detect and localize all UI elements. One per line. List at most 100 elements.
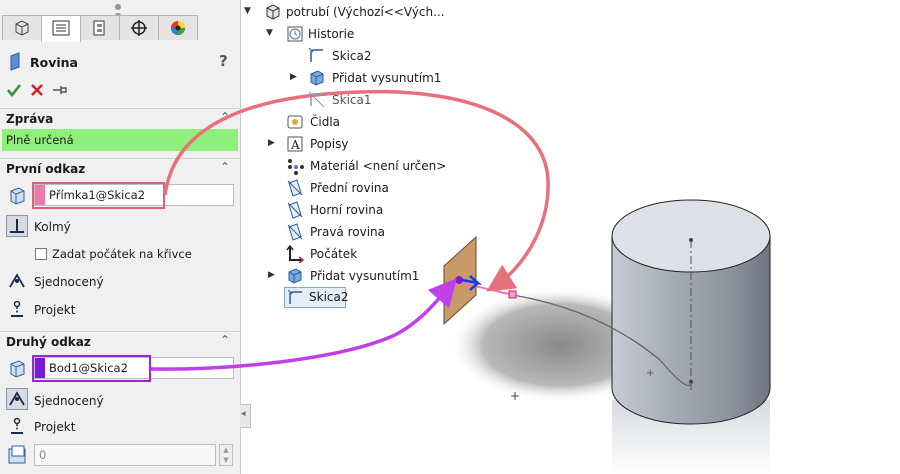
appearance-icon <box>171 21 185 35</box>
panel-splitter-handle[interactable]: ◂ <box>240 404 251 428</box>
property-manager-panel: ● ● ● Rovina ? Zpráva ⌃ Plně určená Prvn… <box>0 0 241 474</box>
expand-arrow-icon[interactable]: ▶ <box>290 72 297 82</box>
material-icon <box>288 159 304 175</box>
tree-item-label: Čidla <box>310 115 341 129</box>
tree-item-label: Historie <box>308 27 355 41</box>
message-text: Plně určená <box>6 133 74 147</box>
tree-item-label: Materiál <není určen> <box>310 159 447 173</box>
cancel-x-icon[interactable] <box>30 83 44 97</box>
plane-icon <box>287 179 303 197</box>
configuration-manager-icon <box>93 20 105 36</box>
tree-item-label: Skica2 <box>332 49 372 63</box>
perpendicular-label: Kolmý <box>34 220 71 234</box>
coincident-button[interactable] <box>6 270 28 292</box>
message-header: Zpráva <box>6 112 54 126</box>
first-reference-swatch <box>35 185 45 205</box>
expand-arrow-icon[interactable]: ▼ <box>266 28 273 38</box>
coincident-icon <box>9 391 25 406</box>
cylinder-body[interactable] <box>512 199 771 425</box>
expand-arrow-icon[interactable]: ▼ <box>244 6 251 16</box>
project-button[interactable] <box>6 298 28 320</box>
tree-item-sketch1[interactable]: Skica1 <box>308 90 468 110</box>
project-label-2: Projekt <box>34 420 76 434</box>
reference-entity-icon <box>10 360 25 378</box>
first-reference-header: První odkaz <box>6 162 86 176</box>
sketch-point[interactable] <box>455 276 463 284</box>
sketch-icon <box>308 47 323 62</box>
plane-icon <box>287 201 303 219</box>
second-reference-section-header[interactable]: Druhý odkaz ⌃ <box>0 331 240 352</box>
tree-item-extrude[interactable]: ▶ Přidat vysunutím1 <box>268 266 468 286</box>
first-reference-field[interactable]: Přímka1@Skica2 <box>34 184 234 206</box>
collapse-chevron-icon[interactable]: ⌃ <box>219 160 230 174</box>
sketch-icon <box>308 91 325 108</box>
target-icon <box>131 20 147 36</box>
coincident-icon <box>9 273 25 288</box>
manager-tabs <box>0 15 240 42</box>
second-reference-callout-arrow <box>150 278 457 371</box>
svg-text:A: A <box>290 138 300 152</box>
configuration-manager-tab[interactable] <box>80 15 120 40</box>
tree-item-extrude-history[interactable]: ▶ Přidat vysunutím1 <box>290 68 470 88</box>
coincident-label-2: Sjednocený <box>34 394 104 408</box>
first-reference-callout-arrow <box>163 89 550 292</box>
message-bar: Plně určená <box>2 129 238 151</box>
history-icon <box>287 26 303 42</box>
tree-item-label: Popisy <box>310 137 349 151</box>
curve-origin-checkbox[interactable] <box>35 248 47 260</box>
tree-item-top-plane[interactable]: Horní rovina <box>286 200 466 220</box>
tree-root[interactable]: ▼ potrubí (Výchozí<<Vých... <box>244 2 474 22</box>
tree-item-history[interactable]: ▼ Historie <box>266 24 466 44</box>
plane-feature-icon <box>10 52 20 71</box>
expand-arrow-icon[interactable]: ▶ <box>268 138 275 148</box>
first-reference-section-header[interactable]: První odkaz ⌃ <box>0 158 240 179</box>
tree-item-front-plane[interactable]: Přední rovina <box>286 178 466 198</box>
dimxpert-tab[interactable] <box>119 15 159 40</box>
coincident-button-2[interactable] <box>6 388 28 410</box>
project-button-2[interactable] <box>6 415 28 437</box>
origin-icon <box>286 245 304 263</box>
project-icon <box>11 300 23 317</box>
pin-icon[interactable] <box>52 84 68 96</box>
project-icon <box>11 417 23 434</box>
perpendicular-button[interactable] <box>6 215 28 237</box>
second-reference-value: Bod1@Skica2 <box>49 361 128 375</box>
tree-item-material[interactable]: Materiál <není určen> <box>286 156 486 176</box>
second-reference-header: Druhý odkaz <box>6 335 91 349</box>
distance-icon <box>8 445 26 464</box>
pm-title: Rovina <box>30 55 78 70</box>
tree-root-label: potrubí (Výchozí<<Vých... <box>286 5 445 19</box>
expand-arrow-icon[interactable]: ▶ <box>268 270 275 280</box>
extrude-icon <box>310 70 324 86</box>
sensors-icon <box>287 115 303 129</box>
second-reference-field[interactable]: Bod1@Skica2 <box>34 357 234 379</box>
feature-manager-tab[interactable] <box>2 15 42 40</box>
plane-icon <box>287 223 303 241</box>
count-spinner[interactable]: ▲▼ <box>219 444 233 466</box>
second-reference-highlight <box>32 355 151 382</box>
coincident-label: Sjednocený <box>34 275 104 289</box>
tree-item-sensors[interactable]: Čidla <box>286 112 466 132</box>
line-endpoint[interactable] <box>508 290 517 299</box>
center-marker: + <box>646 368 654 379</box>
reference-entity-icon <box>10 187 25 205</box>
help-button[interactable]: ? <box>219 52 228 70</box>
tree-item-right-plane[interactable]: Pravá rovina <box>286 222 466 242</box>
feature-manager-icon <box>15 20 29 36</box>
count-field[interactable]: 0 <box>34 444 216 466</box>
project-label: Projekt <box>34 303 76 317</box>
count-value: 0 <box>39 448 47 462</box>
triad-arrow-icon <box>461 275 483 291</box>
tree-item-sketch2-history[interactable]: Skica2 <box>308 46 468 66</box>
tree-item-label: Přidat vysunutím1 <box>310 269 420 283</box>
ok-check-icon[interactable] <box>6 82 22 98</box>
tree-item-annotations[interactable]: ▶ A Popisy <box>268 134 468 154</box>
curve-origin-label: Zadat počátek na křivce <box>52 247 192 261</box>
display-manager-tab[interactable] <box>158 15 198 40</box>
tree-item-label: Pravá rovina <box>310 225 385 239</box>
part-icon <box>266 4 280 20</box>
tree-item-sketch2-selected[interactable]: Skica2 <box>284 287 349 308</box>
tree-item-origin[interactable]: Počátek <box>286 244 466 264</box>
tree-item-label: Přední rovina <box>310 181 389 195</box>
collapse-chevron-icon[interactable]: ⌃ <box>219 333 230 347</box>
